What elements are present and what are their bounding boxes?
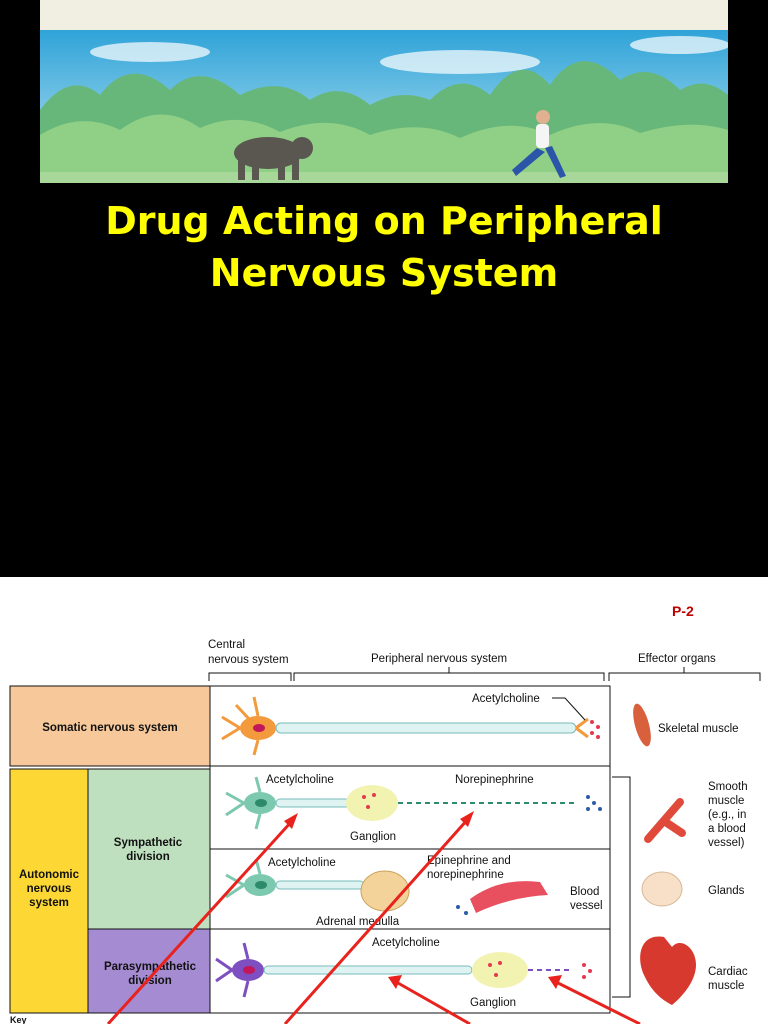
parasympathetic-neuron (215, 942, 592, 998)
somatic-label: Somatic nervous system (42, 722, 178, 734)
running-scene-illustration (40, 0, 728, 183)
cns-header-line2: nervous system (208, 654, 289, 666)
ganglion-sympathetic-label: Ganglion (350, 831, 396, 843)
slide-title: Drug Acting on Peripheral Nervous System (0, 195, 768, 299)
pns-header: Peripheral nervous system (371, 653, 507, 665)
smooth-muscle-label-line2: muscle (708, 795, 744, 807)
smooth-muscle-icon (644, 798, 686, 843)
smooth-muscle-label-line4: a blood (708, 823, 746, 835)
cns-header-line1: Central (208, 639, 245, 651)
page-number: P-2 (672, 603, 694, 619)
autonomic-label-line3: system (29, 897, 69, 909)
ach-parasympathetic-label: Acetylcholine (372, 937, 440, 949)
somatic-neuron (221, 696, 600, 756)
ach-sympathetic-label: Acetylcholine (266, 774, 334, 786)
effectors-header: Effector organs (638, 653, 716, 665)
title-slide: Drug Acting on Peripheral Nervous System (0, 0, 768, 577)
autonomic-label-line2: nervous (27, 883, 72, 895)
slide-title-line1: Drug Acting on Peripheral (105, 199, 663, 243)
glands-label: Glands (708, 885, 745, 897)
parasympathetic-label-line1: Parasympathetic (104, 961, 197, 973)
sympathetic-label-line2: division (126, 851, 169, 863)
diagram-slide: P-2 Central nervous system Peripheral ne… (0, 577, 768, 1024)
ganglion-parasympathetic-label: Ganglion (470, 997, 516, 1009)
skeletal-muscle-icon (633, 703, 651, 747)
blood-vessel-label-line1: Blood (570, 886, 599, 898)
smooth-muscle-label-line5: vessel) (708, 837, 745, 849)
norepinephrine-label: Norepinephrine (455, 774, 534, 786)
autonomic-label-line1: Autonomic (19, 869, 80, 881)
ach-somatic-label: Acetylcholine (472, 693, 540, 705)
adrenal-medulla-label: Adrenal medulla (316, 916, 400, 928)
key-label: Key (10, 1015, 27, 1024)
cardiac-label-line1: Cardiac (708, 966, 748, 978)
slide-title-line2: Nervous System (209, 251, 559, 295)
skeletal-muscle-label: Skeletal muscle (658, 723, 739, 735)
epinephrine-label-line2: norepinephrine (427, 869, 504, 881)
cardiac-label-line2: muscle (708, 980, 744, 992)
epinephrine-label-line1: Epinephrine and (427, 855, 511, 867)
blood-vessel-label-line2: vessel (570, 900, 603, 912)
adrenal-neuron (225, 858, 548, 915)
sympathetic-label-line1: Sympathetic (114, 837, 183, 849)
glands-icon (641, 871, 683, 907)
ach-adrenal-label: Acetylcholine (268, 857, 336, 869)
sympathetic-neuron (225, 776, 602, 830)
heart-icon (640, 936, 696, 1005)
parasympathetic-label-line2: division (128, 975, 171, 987)
nervous-system-diagram: Central nervous system Peripheral nervou… (9, 639, 761, 1024)
annotation-arrows (106, 811, 641, 1024)
smooth-muscle-label-line1: Smooth (708, 781, 748, 793)
smooth-muscle-label-line3: (e.g., in (708, 809, 746, 821)
